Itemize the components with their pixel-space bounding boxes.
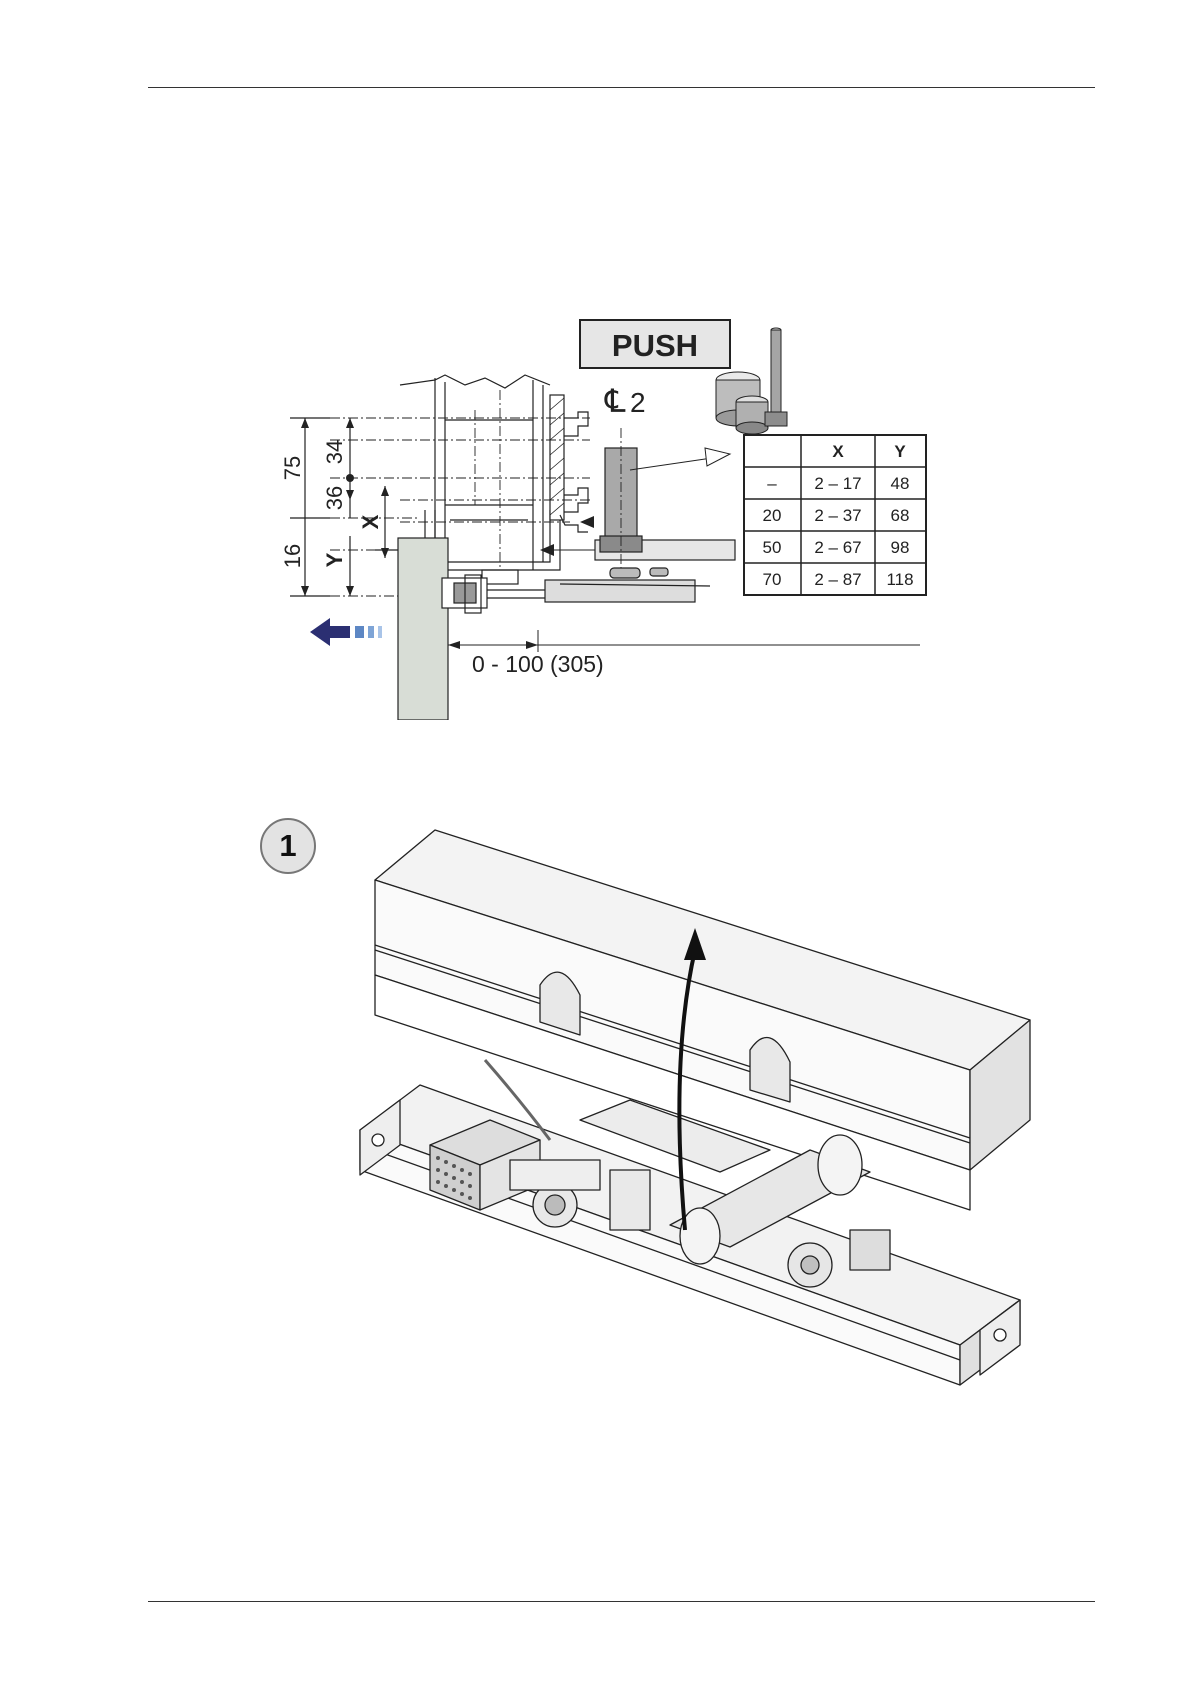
- dimension-table: X Y – 2 – 17 48 20 2 – 37 68 50 2 – 67 9…: [744, 435, 926, 595]
- table-cell: 50: [763, 538, 782, 557]
- footer-rule: [148, 1601, 1095, 1602]
- table-header-2: Y: [894, 442, 906, 461]
- mounting-dimension-drawing: PUSH ℄ 2 75 34 36 16 X Y 0 - 100 (305) X…: [260, 300, 960, 720]
- table-cell: 2 – 17: [814, 474, 861, 493]
- dim-16: 16: [280, 544, 305, 568]
- centerline-symbol: ℄: [604, 383, 626, 419]
- table-cell: 48: [891, 474, 910, 493]
- push-label: PUSH: [612, 328, 698, 363]
- table-cell: 118: [886, 570, 913, 589]
- centerline-index: 2: [630, 387, 646, 418]
- table-cell: –: [767, 474, 777, 493]
- dim-75: 75: [280, 456, 305, 480]
- dim-34: 34: [322, 440, 347, 464]
- table-cell: 20: [763, 506, 782, 525]
- table-cell: 2 – 37: [814, 506, 861, 525]
- table-cell: 98: [891, 538, 910, 557]
- header-rule: [148, 87, 1095, 88]
- dim-36: 36: [322, 486, 347, 510]
- dim-x: X: [358, 514, 383, 529]
- table-cell: 68: [891, 506, 910, 525]
- cover-removal-illustration: [250, 800, 1050, 1400]
- table-header-1: X: [832, 442, 844, 461]
- travel-label: 0 - 100 (305): [472, 651, 604, 677]
- table-cell: 70: [763, 570, 782, 589]
- dim-y: Y: [322, 552, 347, 567]
- table-cell: 2 – 67: [814, 538, 861, 557]
- table-cell: 2 – 87: [814, 570, 861, 589]
